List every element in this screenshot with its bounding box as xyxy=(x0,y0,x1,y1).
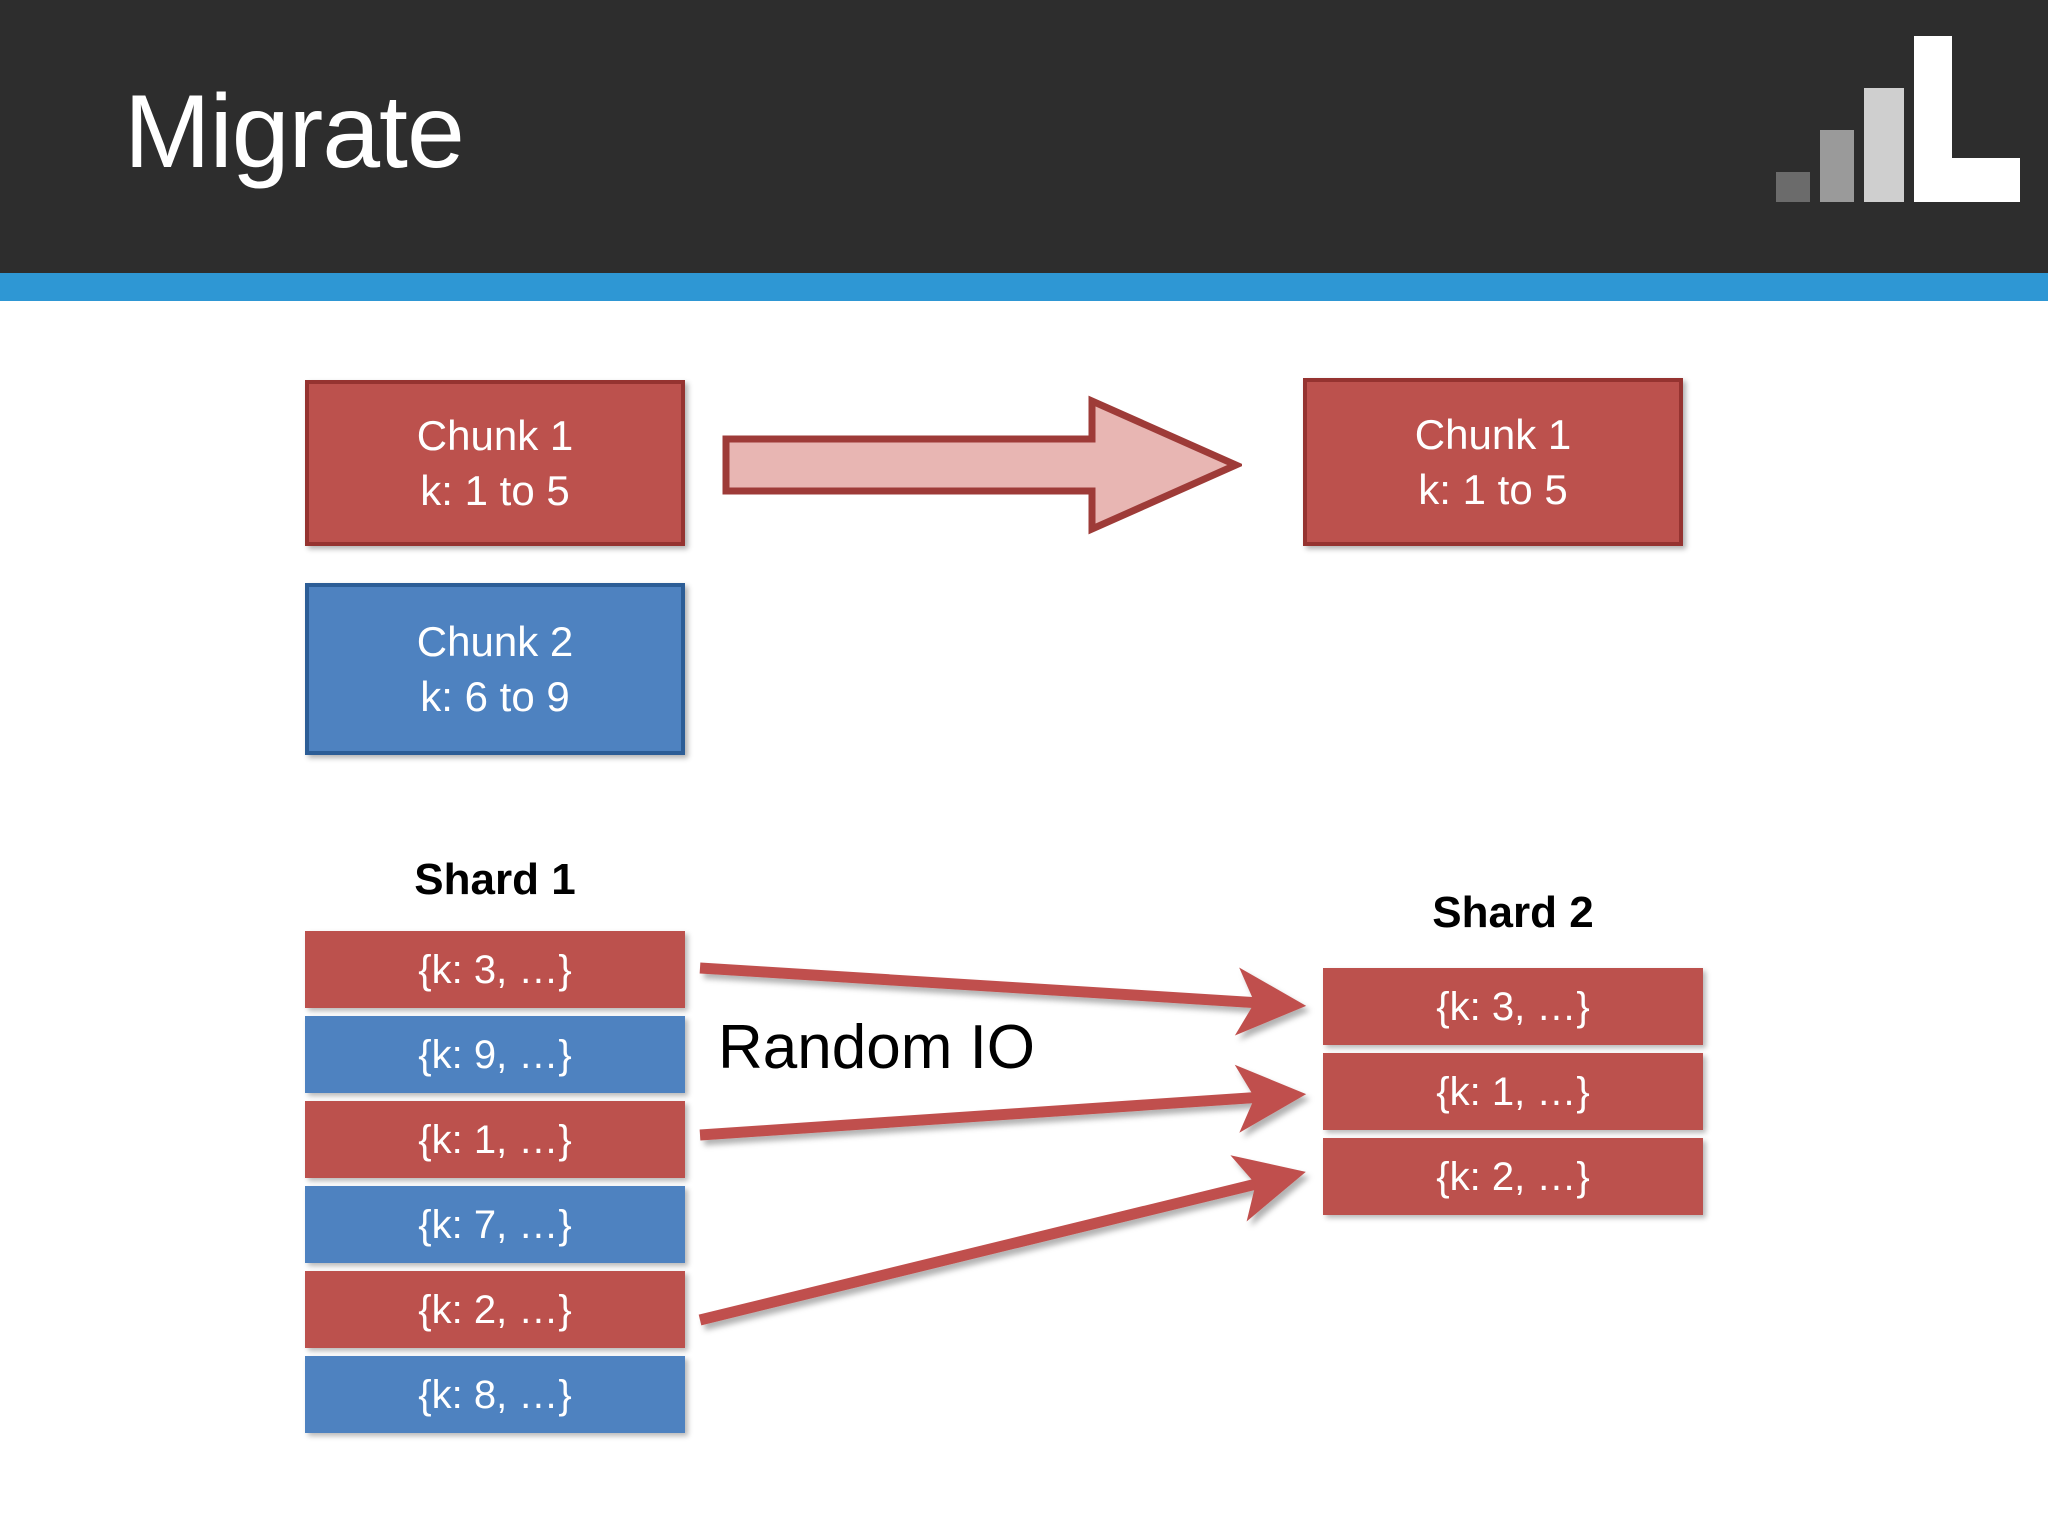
shard-2-document-list: {k: 3, …} {k: 1, …} {k: 2, …} xyxy=(1323,968,1703,1223)
migration-arrow-k1 xyxy=(699,1064,1307,1141)
migrate-block-arrow-icon xyxy=(722,395,1242,535)
list-item: {k: 2, …} xyxy=(305,1271,685,1348)
list-item: {k: 1, …} xyxy=(1323,1053,1703,1130)
source-chunk-1-box: Chunk 1 k: 1 to 5 xyxy=(305,380,685,546)
logo-bar-large-icon xyxy=(1864,88,1904,202)
list-item: {k: 1, …} xyxy=(305,1101,685,1178)
shard-1-document-list: {k: 3, …} {k: 9, …} {k: 1, …} {k: 7, …} … xyxy=(305,931,685,1441)
page-title: Migrate xyxy=(124,74,465,190)
logo-bar-small-icon xyxy=(1776,172,1810,202)
target-chunk-1-range: k: 1 to 5 xyxy=(1418,466,1568,513)
list-item: {k: 9, …} xyxy=(305,1016,685,1093)
shard-1-label: Shard 1 xyxy=(414,855,576,904)
slide-header-bar xyxy=(0,0,2048,273)
source-chunk-1-name: Chunk 1 xyxy=(416,412,574,459)
list-item: {k: 3, …} xyxy=(1323,968,1703,1045)
bar-chart-l-logo xyxy=(1776,36,2020,202)
list-item: {k: 7, …} xyxy=(305,1186,685,1263)
logo-bar-medium-icon xyxy=(1820,130,1854,202)
source-chunk-2-range: k: 6 to 9 xyxy=(420,673,570,720)
target-chunk-1-box: Chunk 1 k: 1 to 5 xyxy=(1303,378,1683,546)
list-item: {k: 8, …} xyxy=(305,1356,685,1433)
list-item: {k: 3, …} xyxy=(305,931,685,1008)
migration-arrow-k3 xyxy=(699,962,1307,1036)
source-chunk-2-name: Chunk 2 xyxy=(416,618,574,665)
target-chunk-1-name: Chunk 1 xyxy=(1414,411,1572,458)
source-chunk-1-range: k: 1 to 5 xyxy=(420,467,570,514)
migration-arrow-k2 xyxy=(698,1155,1306,1326)
list-item: {k: 2, …} xyxy=(1323,1138,1703,1215)
logo-letter-l-base-icon xyxy=(1914,158,2020,202)
shard-2-label: Shard 2 xyxy=(1432,888,1594,937)
header-accent-stripe xyxy=(0,273,2048,301)
source-chunk-2-box: Chunk 2 k: 6 to 9 xyxy=(305,583,685,755)
random-io-annotation: Random IO xyxy=(718,1013,1036,1082)
